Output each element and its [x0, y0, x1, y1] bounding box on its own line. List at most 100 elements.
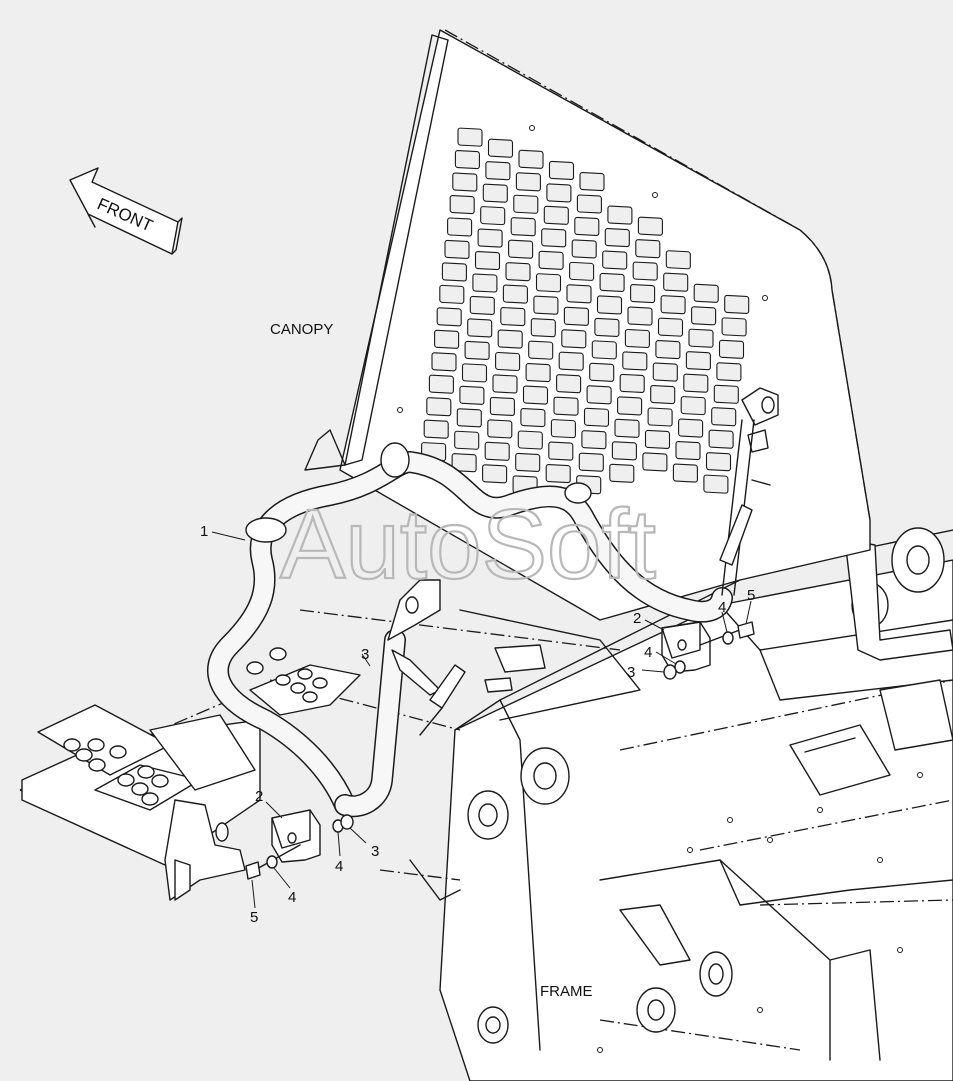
callout-5-lower: 5	[250, 909, 258, 926]
canopy-grid-slot	[716, 362, 742, 382]
canopy-grid-slot	[505, 262, 531, 282]
canopy-grid-slot	[548, 441, 574, 461]
canopy-grid-slot	[685, 351, 711, 371]
frame-label: FRAME	[540, 983, 593, 1000]
canopy-grid-slot	[660, 295, 686, 315]
canopy-grid-slot	[510, 217, 536, 237]
canopy-grid-slot	[614, 418, 640, 438]
canopy-grid-slot	[566, 284, 592, 304]
canopy-grid-slot	[594, 317, 620, 337]
callout-3-center: 3	[361, 646, 369, 663]
canopy-grid-slot	[663, 272, 689, 292]
canopy-grid-slot	[530, 318, 556, 338]
canopy-grid-slot	[489, 396, 515, 416]
canopy-grid-slot	[583, 407, 610, 427]
canopy-grid-slot	[672, 463, 698, 483]
canopy-grid-slot	[452, 172, 478, 192]
canopy-grid-slot	[426, 397, 452, 417]
canopy-grid-slot	[569, 261, 595, 281]
callout-4-lower-right: 4	[335, 858, 343, 875]
canopy-grid-slot	[556, 374, 582, 394]
canopy-grid-slot	[518, 149, 544, 169]
canopy-grid-slot	[718, 339, 745, 359]
watermark: AutoSoft	[280, 489, 656, 599]
canopy-grid-slot	[609, 463, 635, 483]
pedal-assembly	[19, 699, 261, 901]
canopy-grid-slot	[482, 464, 508, 484]
canopy-grid-slot	[624, 328, 650, 349]
canopy-grid-slot	[480, 206, 506, 226]
callout-4-upper-left: 4	[644, 644, 652, 661]
canopy-grid-slot	[655, 340, 681, 360]
canopy-grid-slot	[571, 239, 597, 259]
callout-4-lower-left: 4	[288, 889, 296, 906]
canopy-panel	[304, 29, 871, 621]
canopy-grid-slot	[635, 239, 661, 259]
callout-3-upper: 3	[627, 664, 635, 681]
canopy-grid-slot	[724, 294, 750, 314]
canopy-grid-slot	[439, 284, 465, 304]
canopy-grid-slot	[456, 408, 482, 428]
canopy-grid-slot	[632, 261, 658, 281]
canopy-grid-slot	[602, 250, 628, 270]
canopy-grid-slot	[477, 228, 503, 248]
canopy-grid-slot	[461, 363, 488, 383]
canopy-grid-slot	[451, 453, 477, 473]
canopy-grid-slot	[721, 317, 747, 337]
canopy-grid-slot	[500, 307, 526, 327]
canopy-grid-slot	[441, 262, 467, 282]
canopy-grid-slot	[596, 295, 623, 315]
canopy-grid-slot	[574, 216, 600, 237]
front-arrow-icon: FRONT	[69, 167, 183, 255]
canopy-grid-slot	[520, 407, 546, 428]
canopy-grid-slot	[705, 452, 732, 472]
canopy-grid-slot	[533, 295, 559, 315]
canopy-grid-slot	[642, 452, 668, 472]
canopy-label: CANOPY	[270, 321, 333, 338]
canopy-grid-slot	[457, 127, 483, 147]
canopy-grid-slot	[680, 396, 706, 416]
canopy-grid-slot	[535, 273, 562, 293]
canopy-grid-slot	[541, 228, 567, 248]
frame-holes	[597, 772, 923, 1053]
canopy-grid-slot	[611, 441, 637, 461]
canopy-grid-slot	[447, 217, 473, 237]
canopy-grid-slot	[495, 351, 521, 372]
canopy-grid-slot	[469, 295, 495, 316]
canopy-grid-slot	[528, 340, 554, 360]
canopy-grid-slot	[515, 452, 541, 473]
leader-lines	[211, 531, 752, 909]
canopy-grid-slot	[487, 138, 514, 158]
canopy-grid-slot	[657, 317, 684, 337]
canopy-grid-slot	[558, 351, 584, 371]
canopy-grid-slot	[513, 194, 539, 214]
canopy-grid-slot	[482, 183, 508, 203]
canopy-grid-slot	[586, 385, 612, 405]
canopy-grid-slot	[444, 239, 470, 260]
canopy-grid-slot	[423, 419, 449, 439]
canopy-grid-slot	[708, 429, 734, 449]
canopy-grid-slot	[517, 430, 543, 450]
canopy-grid-slot	[644, 429, 671, 450]
canopy-grid-slot	[627, 306, 653, 326]
canopy-grid-slot	[630, 284, 656, 304]
canopy-grid-slot	[688, 328, 714, 348]
canopy-grid-slot	[497, 329, 523, 349]
canopy-grid-slot	[691, 306, 717, 326]
canopy-grid-slot	[607, 205, 633, 225]
canopy-grid-slot	[459, 385, 485, 405]
grab-handle-tube	[207, 387, 779, 818]
canopy-grid-slot	[543, 205, 569, 225]
pedal-right	[246, 647, 361, 716]
canopy-grid-slot	[578, 452, 604, 472]
canopy-grid-slot	[561, 329, 587, 349]
canopy-grid-slot	[693, 283, 719, 303]
canopy-grid-slot	[622, 351, 648, 371]
callout-5-upper: 5	[747, 587, 755, 604]
canopy-grid-slot	[604, 227, 630, 248]
canopy-grid-slot	[525, 363, 551, 383]
bracket-upper	[661, 621, 755, 680]
canopy-grid-slot	[464, 340, 490, 360]
callout-2-upper: 2	[633, 610, 641, 627]
